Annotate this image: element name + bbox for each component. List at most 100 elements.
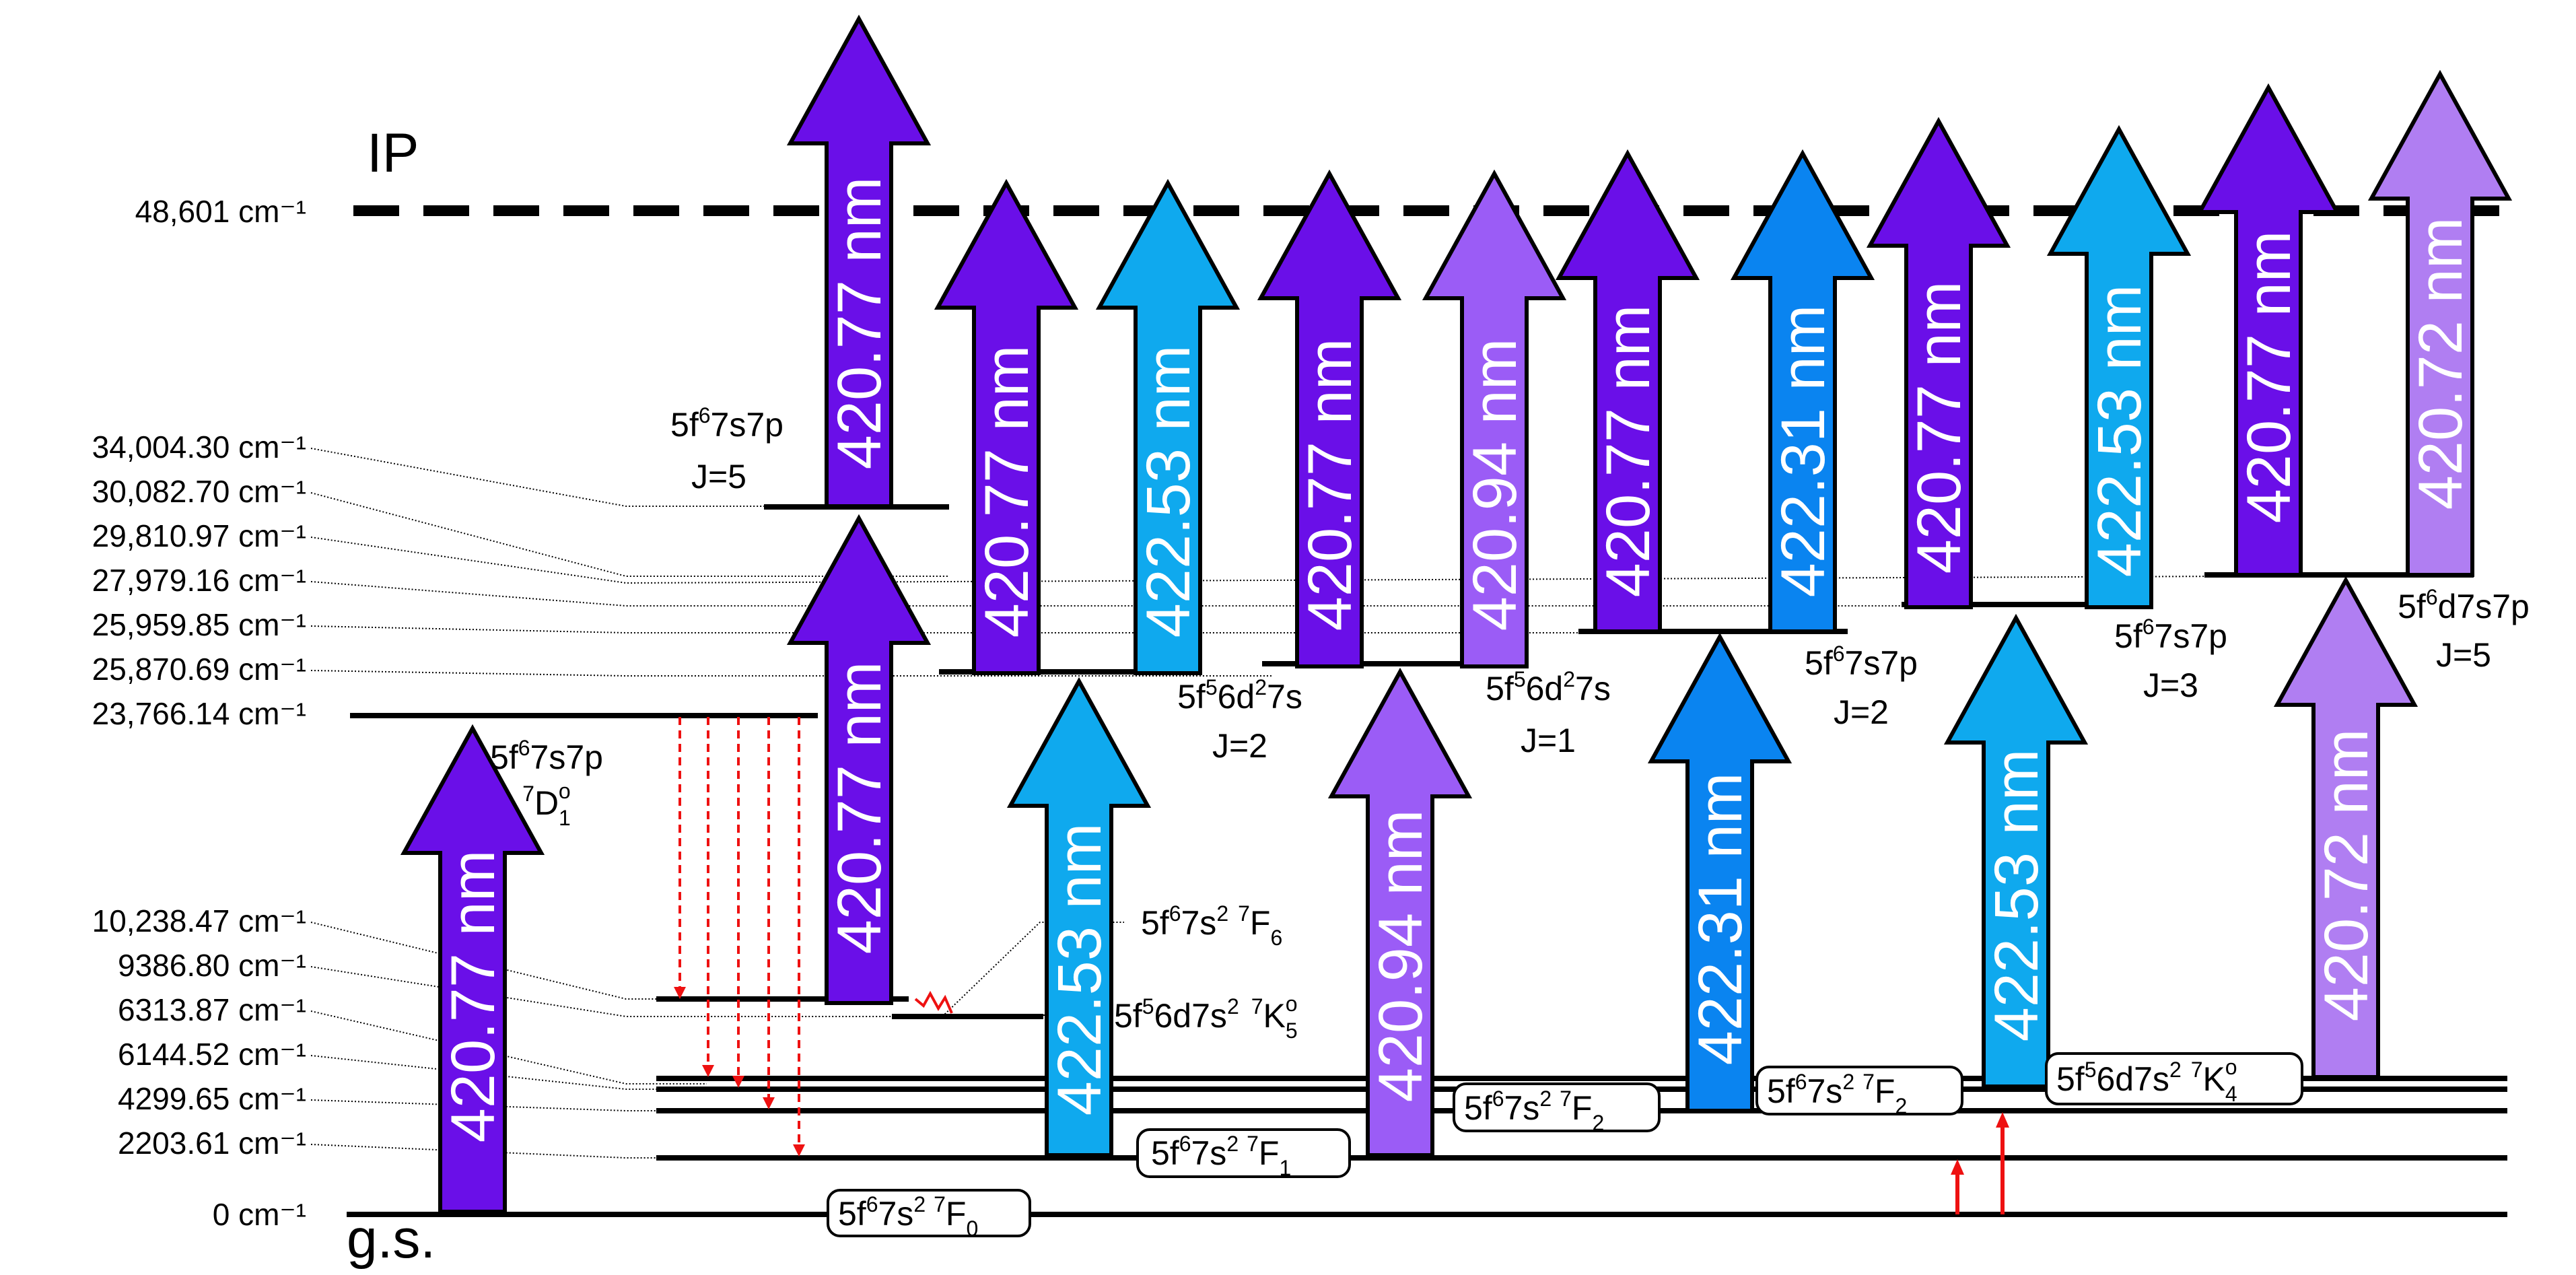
energy-label-ip: 48,601 cm⁻¹ — [135, 194, 306, 229]
state-annotations: 5f67s7p J=5 5f67s7p 7D1o 5f56d27s J=2 5f… — [490, 403, 2530, 1043]
leader-4299 — [310, 1099, 707, 1111]
state-s1-j: J=5 — [691, 458, 746, 495]
laser-wavelength-label: 420.72 nm — [2406, 217, 2475, 510]
energy-label-0: 0 cm⁻¹ — [213, 1197, 306, 1232]
energy-label-25870: 25,870.69 cm⁻¹ — [92, 652, 306, 687]
decay-arrow-5 — [793, 717, 805, 1157]
laser-arrow: 420.77 nm — [1257, 169, 1402, 668]
laser-arrow-shape — [786, 14, 932, 508]
laser-arrow-shape — [2273, 576, 2418, 1079]
laser-arrow: 420.77 nm — [2196, 83, 2341, 577]
energy-label-4299: 4299.65 cm⁻¹ — [118, 1081, 306, 1116]
laser-arrow: 422.53 nm — [1006, 677, 1152, 1157]
decay-arrow-1 — [674, 717, 686, 999]
ip-label: IP — [367, 123, 419, 184]
leader-2203 — [310, 1144, 707, 1159]
state-s6-config: 5f67s7p — [2114, 615, 2227, 655]
laser-arrow-shape — [1943, 613, 2089, 1089]
laser-arrow-shape — [934, 178, 1079, 675]
leader-6313 — [310, 1010, 707, 1084]
state-s6-j: J=3 — [2143, 666, 2198, 704]
leader-34004 — [310, 448, 767, 507]
energy-label-6313: 6313.87 cm⁻¹ — [118, 992, 306, 1027]
energy-label-23766: 23,766.14 cm⁻¹ — [92, 696, 306, 731]
leader-25959 — [310, 625, 1595, 633]
laser-wavelength-label: 422.53 nm — [1045, 823, 1114, 1116]
leader-6144 — [310, 1055, 707, 1090]
laser-arrow-shape — [1257, 169, 1402, 668]
laser-arrow: 420.77 nm — [934, 178, 1079, 675]
laser-wavelength-label: 420.77 nm — [973, 345, 1041, 638]
ground-state-label: g.s. — [347, 1208, 436, 1270]
laser-wavelength-label: 422.53 nm — [1134, 345, 1203, 638]
laser-wavelength-label: 420.77 nm — [1905, 281, 1974, 574]
leader-30082 — [310, 492, 949, 577]
laser-wavelength-label: 420.94 nm — [1461, 339, 1529, 631]
laser-arrow-shape — [2046, 125, 2192, 609]
thermal-arrow-1 — [1951, 1159, 1964, 1214]
laser-wavelength-label: 420.77 nm — [825, 662, 894, 955]
leader-25870 — [310, 670, 1272, 677]
laser-arrow: 422.53 nm — [2046, 125, 2192, 609]
laser-wavelength-label: 420.77 nm — [439, 850, 508, 1143]
laser-wavelength-label: 422.53 nm — [1982, 749, 2051, 1042]
state-s2-term: 7D1o — [522, 779, 571, 830]
laser-arrow: 420.94 nm — [1327, 667, 1473, 1157]
state-s3-j: J=2 — [1212, 727, 1267, 765]
laser-arrow-shape — [400, 724, 545, 1214]
decay-arrow-3 — [732, 717, 744, 1088]
laser-arrow: 420.77 nm — [786, 514, 932, 1005]
laser-arrow: 420.72 nm — [2367, 69, 2513, 577]
decay-arrows — [674, 717, 2009, 1214]
laser-arrow-shape — [2367, 69, 2513, 577]
laser-arrow: 420.77 nm — [1555, 149, 1700, 633]
laser-arrow: 422.31 nm — [1730, 149, 1875, 633]
energy-label-29810: 29,810.97 cm⁻¹ — [92, 518, 306, 553]
leader-27979 — [310, 581, 1905, 607]
laser-wavelength-label: 420.77 nm — [825, 177, 894, 470]
laser-arrow: 420.77 nm — [786, 14, 932, 508]
laser-arrow-shape — [1422, 169, 1567, 668]
laser-arrows: 420.77 nm 420.77 nm 420.77 nm 422.53 nm 420.… — [400, 14, 2513, 1214]
laser-wavelength-label: 420.77 nm — [1594, 305, 1663, 598]
laser-arrow-shape — [1095, 178, 1241, 675]
laser-wavelength-label: 420.77 nm — [1296, 339, 1364, 631]
state-s5-config: 5f67s7p — [1805, 642, 1918, 682]
laser-arrow: 422.53 nm — [1095, 178, 1241, 675]
state-s2-config: 5f67s7p — [490, 736, 603, 776]
state-s1-config: 5f67s7p — [670, 403, 784, 444]
laser-wavelength-label: 420.77 nm — [2235, 231, 2303, 524]
laser-arrow: 422.31 nm — [1647, 632, 1792, 1113]
laser-wavelength-label: 422.31 nm — [1769, 305, 1838, 598]
laser-wavelength-label: 420.94 nm — [1366, 810, 1435, 1103]
laser-arrow-shape — [2196, 83, 2341, 577]
energy-label-25959: 25,959.85 cm⁻¹ — [92, 607, 306, 642]
energy-label-30082: 30,082.70 cm⁻¹ — [92, 474, 306, 509]
laser-arrow: 422.53 nm — [1943, 613, 2089, 1089]
leader-9386 — [310, 966, 895, 1017]
laser-arrow-shape — [1647, 632, 1792, 1113]
state-s7-j: J=5 — [2436, 636, 2491, 674]
state-s7-config: 5f6d7s7p — [2398, 585, 2530, 625]
leader-10238 — [310, 922, 814, 1000]
state-s4-j: J=1 — [1521, 722, 1576, 759]
decay-arrow-2 — [702, 717, 714, 1077]
laser-wavelength-label: 422.31 nm — [1686, 773, 1755, 1066]
thermal-arrow-2 — [1996, 1112, 2009, 1214]
state-s3-config: 5f56d27s — [1177, 675, 1302, 716]
leader-t1 — [942, 922, 1124, 1017]
state-s4-config: 5f56d27s — [1486, 667, 1611, 708]
energy-label-34004: 34,004.30 cm⁻¹ — [92, 429, 306, 464]
energy-label-6144: 6144.52 cm⁻¹ — [118, 1037, 306, 1072]
laser-arrow: 420.72 nm — [2273, 576, 2418, 1079]
